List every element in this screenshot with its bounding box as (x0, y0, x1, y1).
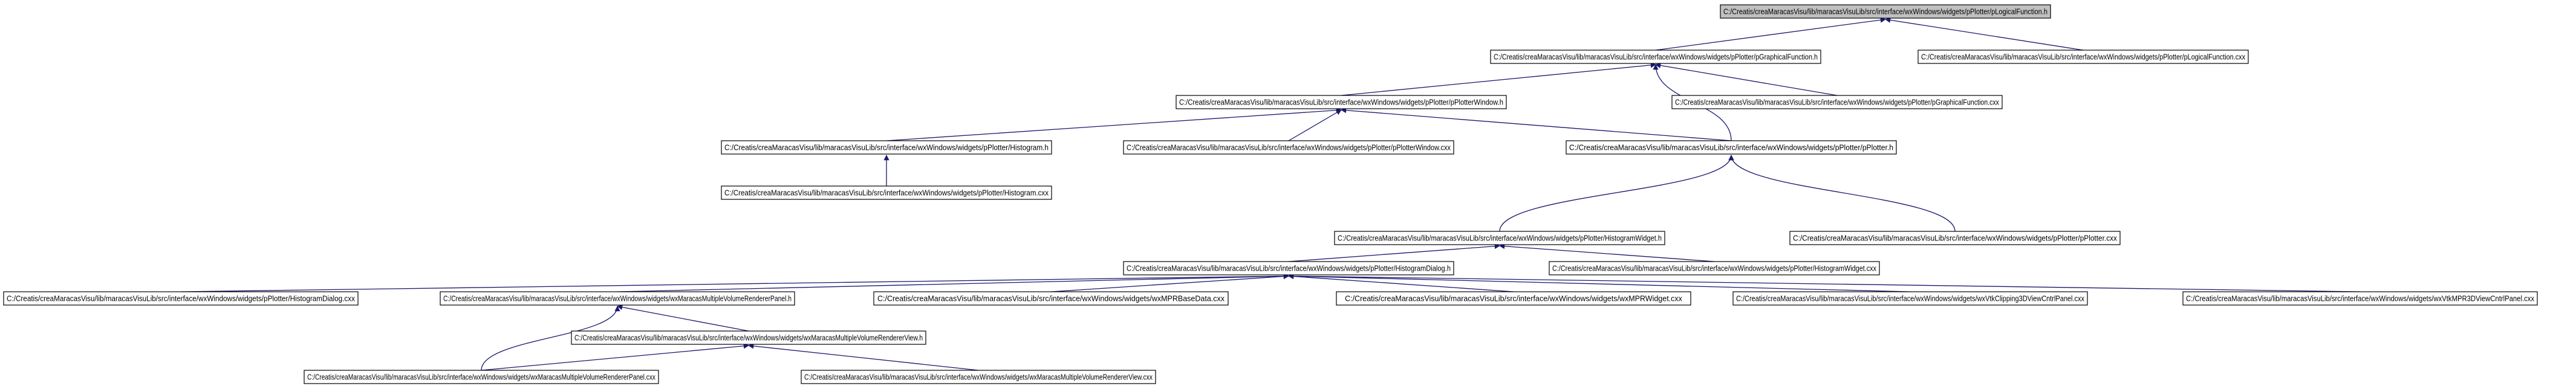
dependency-edge (886, 108, 1342, 141)
node-box[interactable] (1917, 50, 2249, 64)
node-label: C:/Creatis/creaMaracasVisu/lib/maracasVi… (1345, 295, 1683, 303)
dependency-edge (1655, 62, 1838, 96)
edge-layer (180, 17, 2361, 371)
node-label: C:/Creatis/creaMaracasVisu/lib/maracasVi… (1569, 144, 1893, 152)
file-node[interactable]: C:/Creatis/creaMaracasVisu/lib/maracasVi… (873, 291, 1229, 306)
node-label: C:/Creatis/creaMaracasVisu/lib/maracasVi… (1127, 265, 1451, 273)
node-box[interactable] (1789, 231, 2121, 245)
node-label: C:/Creatis/creaMaracasVisu/lib/maracasVi… (1675, 98, 2000, 107)
dependency-edge (1499, 243, 1715, 262)
dependency-edge (1288, 274, 1514, 292)
file-node[interactable]: C:/Creatis/creaMaracasVisu/lib/maracasVi… (3, 291, 359, 306)
node-label: C:/Creatis/creaMaracasVisu/lib/maracasVi… (1338, 234, 1662, 243)
dependency-edge (1288, 273, 1911, 292)
dependency-edge (1341, 62, 1656, 96)
file-node[interactable]: C:/Creatis/creaMaracasVisu/lib/maracasVi… (1123, 140, 1454, 155)
file-node[interactable]: C:/Creatis/creaMaracasVisu/lib/maracasVi… (721, 185, 1052, 200)
file-node[interactable]: C:/Creatis/creaMaracasVisu/lib/maracasVi… (1566, 140, 1897, 155)
file-node[interactable]: C:/Creatis/creaMaracasVisu/lib/maracasVi… (304, 370, 659, 384)
dependency-edge (1499, 155, 1734, 232)
node-box[interactable] (1336, 291, 1691, 306)
node-label: C:/Creatis/creaMaracasVisu/lib/maracasVi… (1552, 265, 1877, 273)
node-box[interactable] (1123, 140, 1454, 155)
node-box[interactable] (304, 370, 659, 384)
node-label: C:/Creatis/creaMaracasVisu/lib/maracasVi… (1179, 98, 1503, 107)
node-label: C:/Creatis/creaMaracasVisu/lib/maracasVi… (1723, 8, 2047, 16)
node-label: C:/Creatis/creaMaracasVisu/lib/maracasVi… (1736, 295, 2085, 303)
node-box[interactable] (1732, 291, 2088, 306)
dependency-edge (1728, 155, 1956, 232)
file-node[interactable]: C:/Creatis/creaMaracasVisu/lib/maracasVi… (1732, 291, 2088, 306)
node-box[interactable] (1720, 4, 2051, 19)
dependency-edge (1341, 108, 1732, 141)
node-box[interactable] (801, 370, 1156, 384)
dependency-edge (617, 304, 749, 332)
node-box[interactable] (1490, 50, 1821, 64)
file-node[interactable]: C:/Creatis/creaMaracasVisu/lib/maracasVi… (1176, 95, 1507, 109)
file-node[interactable]: C:/Creatis/creaMaracasVisu/lib/maracasVi… (1671, 95, 2003, 109)
node-label: C:/Creatis/creaMaracasVisu/lib/maracasVi… (1127, 144, 1451, 152)
node-label: C:/Creatis/creaMaracasVisu/lib/maracasVi… (574, 334, 923, 343)
file-node[interactable]: C:/Creatis/creaMaracasVisu/lib/maracasVi… (1334, 231, 1665, 245)
dependency-edge (1288, 243, 1500, 262)
dependency-edge (1288, 109, 1342, 141)
file-node[interactable]: C:/Creatis/creaMaracasVisu/lib/maracasVi… (2182, 291, 2538, 306)
node-label: C:/Creatis/creaMaracasVisu/lib/maracasVi… (443, 295, 792, 303)
dependency-edge (1050, 274, 1289, 292)
node-box[interactable] (1671, 95, 2003, 109)
dependency-edge (481, 343, 749, 371)
node-label: C:/Creatis/creaMaracasVisu/lib/maracasVi… (724, 144, 1049, 152)
file-node[interactable]: C:/Creatis/creaMaracasVisu/lib/maracasVi… (1789, 231, 2121, 245)
node-box[interactable] (721, 185, 1052, 200)
dependency-edge (617, 273, 1289, 292)
node-label: C:/Creatis/creaMaracasVisu/lib/maracasVi… (307, 373, 656, 382)
node-label: C:/Creatis/creaMaracasVisu/lib/maracasVi… (7, 295, 356, 303)
node-label: C:/Creatis/creaMaracasVisu/lib/maracasVi… (2186, 295, 2535, 303)
node-box[interactable] (1566, 140, 1897, 155)
node-label: C:/Creatis/creaMaracasVisu/lib/maracasVi… (1793, 234, 2118, 243)
node-box[interactable] (3, 291, 359, 306)
node-layer: C:/Creatis/creaMaracasVisu/lib/maracasVi… (3, 4, 2538, 384)
node-label: C:/Creatis/creaMaracasVisu/lib/maracasVi… (724, 189, 1049, 198)
node-box[interactable] (571, 330, 926, 345)
node-box[interactable] (873, 291, 1229, 306)
file-node[interactable]: C:/Creatis/creaMaracasVisu/lib/maracasVi… (721, 140, 1052, 155)
node-box[interactable] (1549, 261, 1880, 275)
node-label: C:/Creatis/creaMaracasVisu/lib/maracasVi… (877, 295, 1225, 303)
node-label: C:/Creatis/creaMaracasVisu/lib/maracasVi… (1494, 53, 1818, 62)
dependency-edge (1655, 17, 1886, 51)
node-label: C:/Creatis/creaMaracasVisu/lib/maracasVi… (804, 373, 1153, 382)
node-box[interactable] (440, 291, 795, 306)
file-node[interactable]: C:/Creatis/creaMaracasVisu/lib/maracasVi… (1123, 261, 1454, 275)
dependency-edge (180, 273, 1289, 292)
node-box[interactable] (1334, 231, 1665, 245)
root-file-node[interactable]: C:/Creatis/creaMaracasVisu/lib/maracasVi… (1720, 4, 2051, 19)
node-box[interactable] (1176, 95, 1507, 109)
dependency-edge (748, 343, 979, 371)
file-node[interactable]: C:/Creatis/creaMaracasVisu/lib/maracasVi… (1549, 261, 1880, 275)
file-node[interactable]: C:/Creatis/creaMaracasVisu/lib/maracasVi… (571, 330, 926, 345)
file-node[interactable]: C:/Creatis/creaMaracasVisu/lib/maracasVi… (1336, 291, 1691, 306)
dependency-edge (1288, 273, 2361, 292)
node-label: C:/Creatis/creaMaracasVisu/lib/maracasVi… (1921, 53, 2246, 62)
dependency-edge (1885, 17, 2084, 51)
file-node[interactable]: C:/Creatis/creaMaracasVisu/lib/maracasVi… (1917, 50, 2249, 64)
file-node[interactable]: C:/Creatis/creaMaracasVisu/lib/maracasVi… (440, 291, 795, 306)
file-node[interactable]: C:/Creatis/creaMaracasVisu/lib/maracasVi… (801, 370, 1156, 384)
node-box[interactable] (1123, 261, 1454, 275)
node-box[interactable] (2182, 291, 2538, 306)
file-node[interactable]: C:/Creatis/creaMaracasVisu/lib/maracasVi… (1490, 50, 1821, 64)
dependency-edge (481, 306, 620, 371)
node-box[interactable] (721, 140, 1052, 155)
